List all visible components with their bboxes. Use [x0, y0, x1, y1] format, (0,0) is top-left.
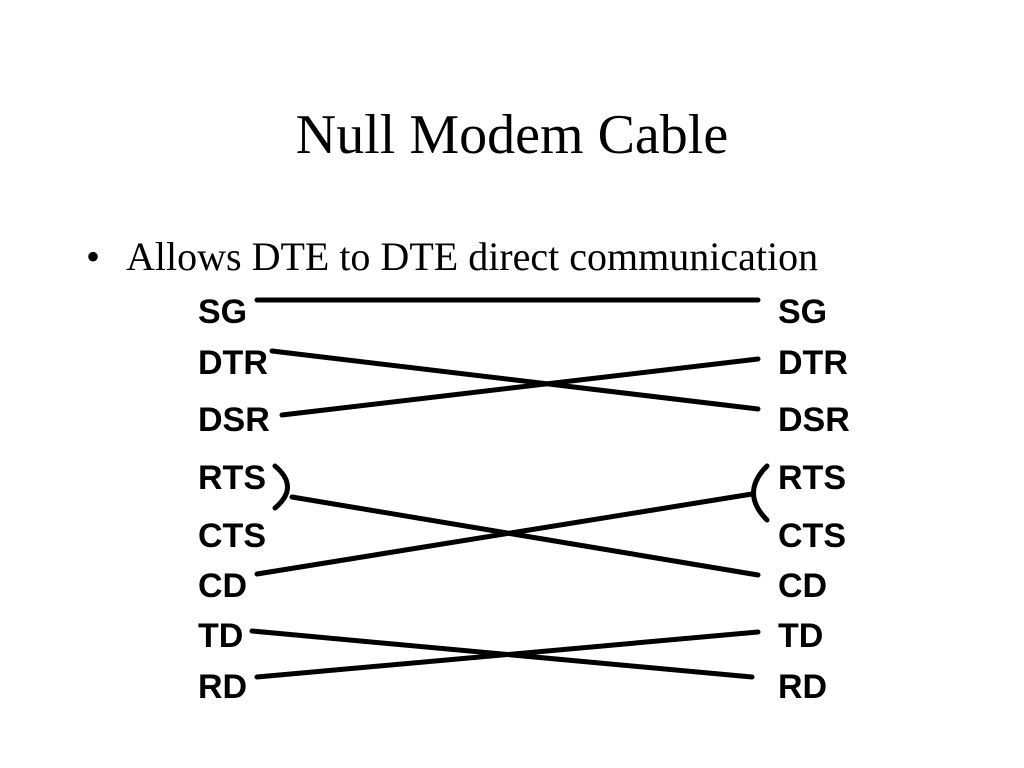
right-pin-td: TD [778, 617, 824, 655]
right-pin-rts: RTS [778, 459, 846, 497]
wire-cd-rtscts [254, 491, 755, 577]
left-pin-cd: CD [198, 567, 248, 605]
left-pin-rts: RTS [198, 459, 266, 497]
left-pin-sg: SG [198, 293, 248, 331]
left-pin-cts: CTS [198, 517, 266, 555]
wire-dsr-dtr [279, 356, 761, 418]
right-pin-sg: SG [778, 293, 828, 331]
loopback-left-rts-cts [272, 463, 290, 511]
left-pin-dtr: DTR [198, 344, 268, 382]
right-pin-dsr: DSR [778, 401, 850, 439]
bullet-icon: • [86, 234, 101, 279]
right-pin-rd: RD [778, 668, 828, 706]
right-pin-cd: CD [778, 567, 828, 605]
left-pin-dsr: DSR [198, 401, 270, 439]
wire-dtr-dsr [269, 348, 761, 412]
wire-rd-td [254, 629, 761, 680]
slide-title: Null Modem Cable [295, 104, 729, 166]
wire-rtscts-cd [289, 494, 761, 578]
loopback-right-rts-cts [751, 463, 770, 523]
right-pin-cts: CTS [778, 517, 846, 555]
left-pin-rd: RD [198, 668, 248, 706]
bullet-text: Allows DTE to DTE direct communication [126, 234, 819, 279]
bullet-item: • Allows DTE to DTE direct communication [86, 232, 818, 282]
left-pin-td: TD [198, 617, 244, 655]
right-pin-dtr: DTR [778, 344, 848, 382]
